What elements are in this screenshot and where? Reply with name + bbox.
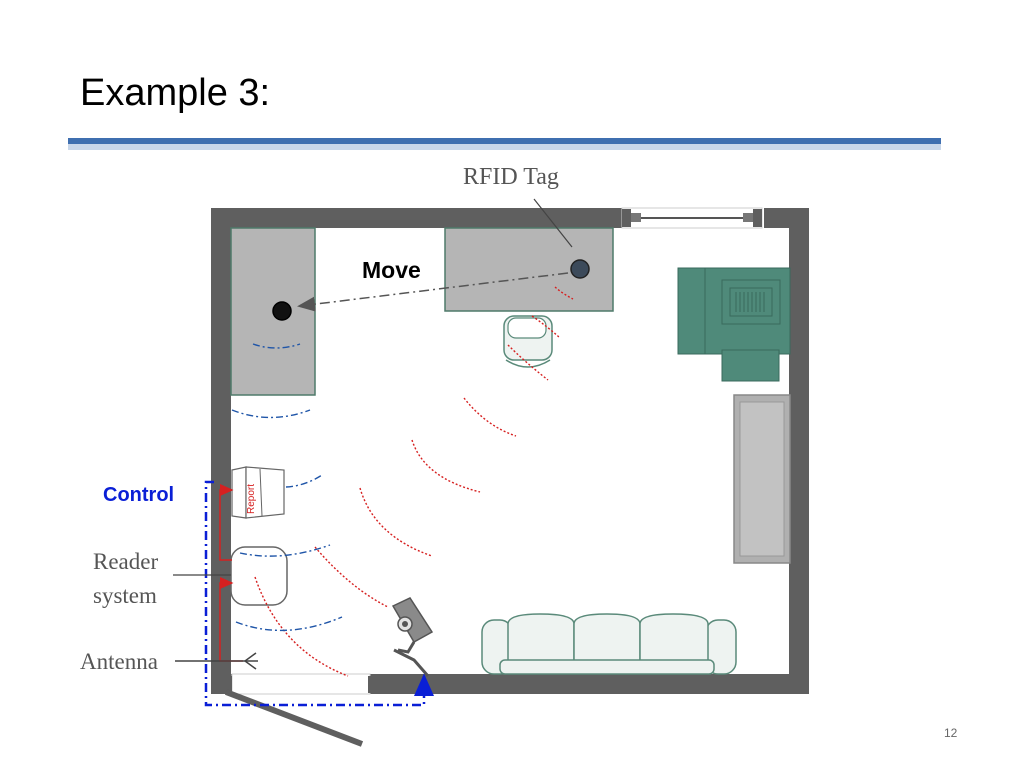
reader-system-label-line2: system	[93, 583, 157, 608]
rfid-tag-icon	[570, 259, 590, 279]
sofa	[481, 613, 737, 675]
page-number: 12	[944, 726, 958, 740]
camera-icon	[391, 597, 434, 677]
title-rule	[68, 138, 941, 144]
antenna-icon	[175, 652, 258, 670]
control-label: Control	[103, 484, 174, 506]
desk-chair	[503, 315, 553, 368]
bookshelf	[733, 394, 791, 564]
rfid-tag-label: RFID Tag	[463, 164, 559, 190]
room-walls	[211, 205, 809, 747]
slide-title: Example 3:	[80, 72, 271, 114]
title-rule-shadow	[68, 144, 941, 150]
red-signal-waves	[254, 286, 574, 677]
teal-cabinet	[677, 267, 791, 382]
reader-system-box	[230, 546, 288, 606]
reader-system-label-line1: Reader	[93, 549, 158, 574]
rfid-tag-pointer	[533, 198, 573, 248]
move-arrow	[297, 272, 569, 312]
report-label: Report	[246, 484, 257, 514]
report-device: Report	[231, 466, 285, 519]
antenna-label: Antenna	[80, 649, 158, 674]
control-boundary	[204, 480, 434, 707]
move-label: Move	[362, 257, 421, 283]
moved-tag-icon	[272, 301, 292, 321]
blue-signal-waves	[231, 343, 343, 632]
